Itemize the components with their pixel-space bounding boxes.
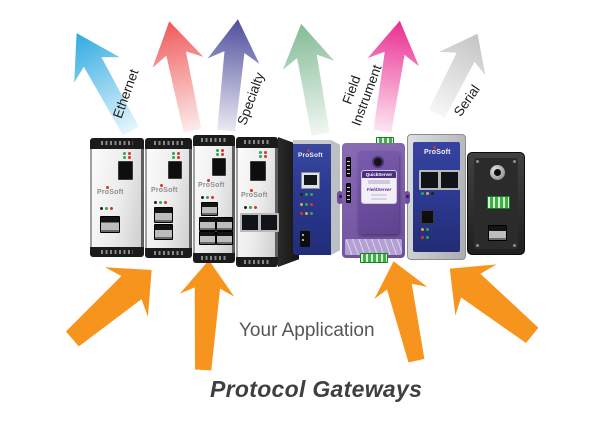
dark-port xyxy=(259,213,279,232)
dark-port xyxy=(419,170,440,190)
config-port xyxy=(250,161,266,181)
dark-port xyxy=(240,213,260,232)
ethernet-port xyxy=(301,172,320,189)
orange-arrow-up-icon xyxy=(179,260,235,371)
ethernet-port xyxy=(154,207,173,223)
power-connector xyxy=(300,231,310,247)
buzzer xyxy=(372,156,384,168)
jumper-block xyxy=(346,157,351,177)
quickserver-wordmark: QuickServer xyxy=(362,171,396,178)
ethernet-port xyxy=(100,216,120,233)
ethernet-port xyxy=(199,217,216,231)
mounting-ear-left xyxy=(337,191,343,204)
config-port xyxy=(168,161,182,179)
prosoft-logo: ProSoft xyxy=(241,189,268,199)
ethernet-port xyxy=(216,217,233,231)
device-prosoft-blue: ProSoft xyxy=(293,140,340,255)
jumper-block xyxy=(346,183,351,203)
label-swoosh xyxy=(345,239,402,255)
device-bottom-cap xyxy=(90,247,144,257)
config-port xyxy=(212,158,226,176)
device-prosoft-2port: ProSoft xyxy=(145,138,192,258)
antenna-connector xyxy=(490,165,505,180)
serial-arrow-icon xyxy=(428,33,486,118)
field-instrument-arrow-icon xyxy=(367,20,419,133)
ethernet-port xyxy=(201,202,218,216)
ethernet-port xyxy=(154,224,173,240)
device-prosoft-4port: ProSoft xyxy=(193,135,235,263)
orange-arrow-up-left-icon xyxy=(65,267,152,347)
config-port xyxy=(118,161,133,180)
fieldserver-wordmark: FieldServer xyxy=(366,187,392,192)
protocol-gateways-title: Protocol Gateways xyxy=(210,376,423,402)
your-application-text: Your Application xyxy=(239,320,375,341)
device-prosoft-dual-port: ProSoft xyxy=(236,137,299,267)
orange-arrow-up-icon xyxy=(374,261,428,363)
device-quickserver: QuickServer FieldServer xyxy=(337,137,410,263)
prosoft-logo: ProSoft xyxy=(298,149,323,159)
device-black-module xyxy=(467,152,525,255)
specialty-arrow-icon xyxy=(207,19,260,132)
ethernet-port xyxy=(199,231,216,245)
dark-port xyxy=(439,170,460,190)
mounting-ear-right xyxy=(404,191,410,204)
prosoft-logo: ProSoft xyxy=(97,186,124,196)
orange-arrow-up-right-icon xyxy=(449,264,539,344)
device-prosoft-1port: ProSoft xyxy=(90,138,144,257)
config-port xyxy=(421,210,434,224)
quickserver-label: QuickServer FieldServer xyxy=(362,171,396,203)
device-prosoft-grayblue: ProSoft xyxy=(407,134,466,260)
prosoft-logo: ProSoft xyxy=(151,184,178,194)
prosoft-logo: ProSoft xyxy=(198,179,225,189)
ethernet-arrow-icon xyxy=(74,33,139,136)
prosoft-logo: ProSoft xyxy=(424,146,451,156)
terminal-block xyxy=(487,196,510,209)
ethernet-port xyxy=(488,225,507,241)
terminal-block-bottom xyxy=(360,253,388,263)
red-arrow-icon xyxy=(152,21,204,133)
ethernet-port xyxy=(216,231,233,245)
green-arrow-icon xyxy=(282,23,335,136)
device-top-cap xyxy=(90,138,144,149)
